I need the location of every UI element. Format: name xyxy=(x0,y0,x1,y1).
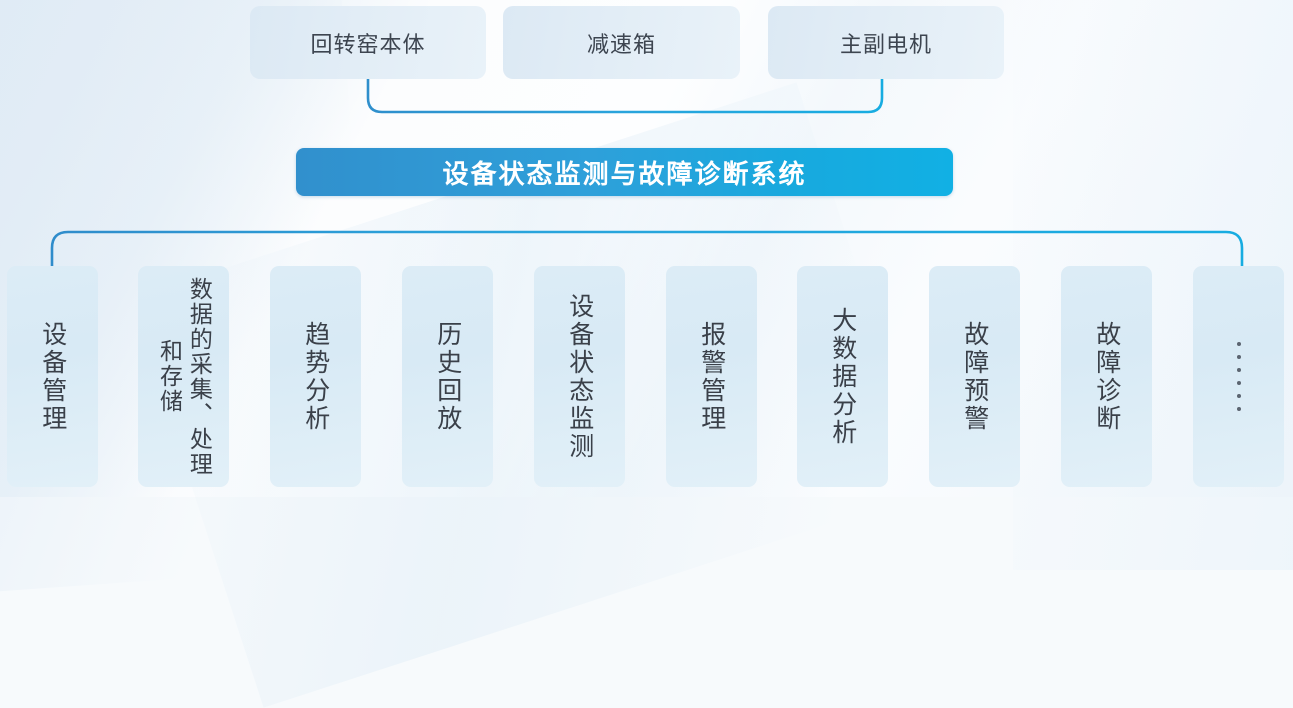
leaf-node-equipment-status-monitoring[interactable]: 设备状态监测 xyxy=(534,266,625,487)
top-node-kiln-body[interactable]: 回转窑本体 xyxy=(250,6,486,79)
leaf-node-fault-diagnosis[interactable]: 故障诊断 xyxy=(1061,266,1152,487)
leaf-node-label: 故障预警 xyxy=(960,320,989,433)
top-node-label: 主副电机 xyxy=(839,31,932,57)
top-node-label: 减速箱 xyxy=(586,31,656,57)
system-title-banner: 设备状态监测与故障诊断系统 xyxy=(296,148,953,196)
leaf-node-label: 设备状态监测 xyxy=(565,292,594,461)
leaf-node-label: 设备管理 xyxy=(38,320,67,433)
leaf-node-label: 大数据分析 xyxy=(828,306,857,447)
leaf-node-label: 数据的采集、处理和存储 xyxy=(156,276,213,477)
leaf-node-label: 历史回放 xyxy=(433,320,462,433)
leaf-node-label: 趋势分析 xyxy=(301,320,330,433)
leaf-node-fault-early-warning[interactable]: 故障预警 xyxy=(929,266,1020,487)
top-node-gearbox[interactable]: 减速箱 xyxy=(503,6,740,79)
bottom-connector-group xyxy=(50,194,1244,268)
leaf-node-big-data-analysis[interactable]: 大数据分析 xyxy=(797,266,888,487)
leaf-node-history-playback[interactable]: 历史回放 xyxy=(402,266,493,487)
leaf-node-more[interactable] xyxy=(1193,266,1284,487)
leaf-node-trend-analysis[interactable]: 趋势分析 xyxy=(270,266,361,487)
top-connector-group xyxy=(366,77,884,150)
leaf-node-alarm-management[interactable]: 报警管理 xyxy=(666,266,757,487)
leaf-node-equipment-management[interactable]: 设备管理 xyxy=(7,266,98,487)
page-title: 设备状态监测与故障诊断系统 xyxy=(442,158,807,189)
top-node-motors[interactable]: 主副电机 xyxy=(768,6,1004,79)
vertical-ellipsis-icon xyxy=(1236,342,1241,411)
leaf-node-data-acquisition-storage[interactable]: 数据的采集、处理和存储 xyxy=(138,266,229,487)
leaf-node-label: 故障诊断 xyxy=(1092,320,1121,433)
leaf-node-label: 报警管理 xyxy=(697,320,726,433)
top-node-label: 回转窑本体 xyxy=(310,31,426,57)
